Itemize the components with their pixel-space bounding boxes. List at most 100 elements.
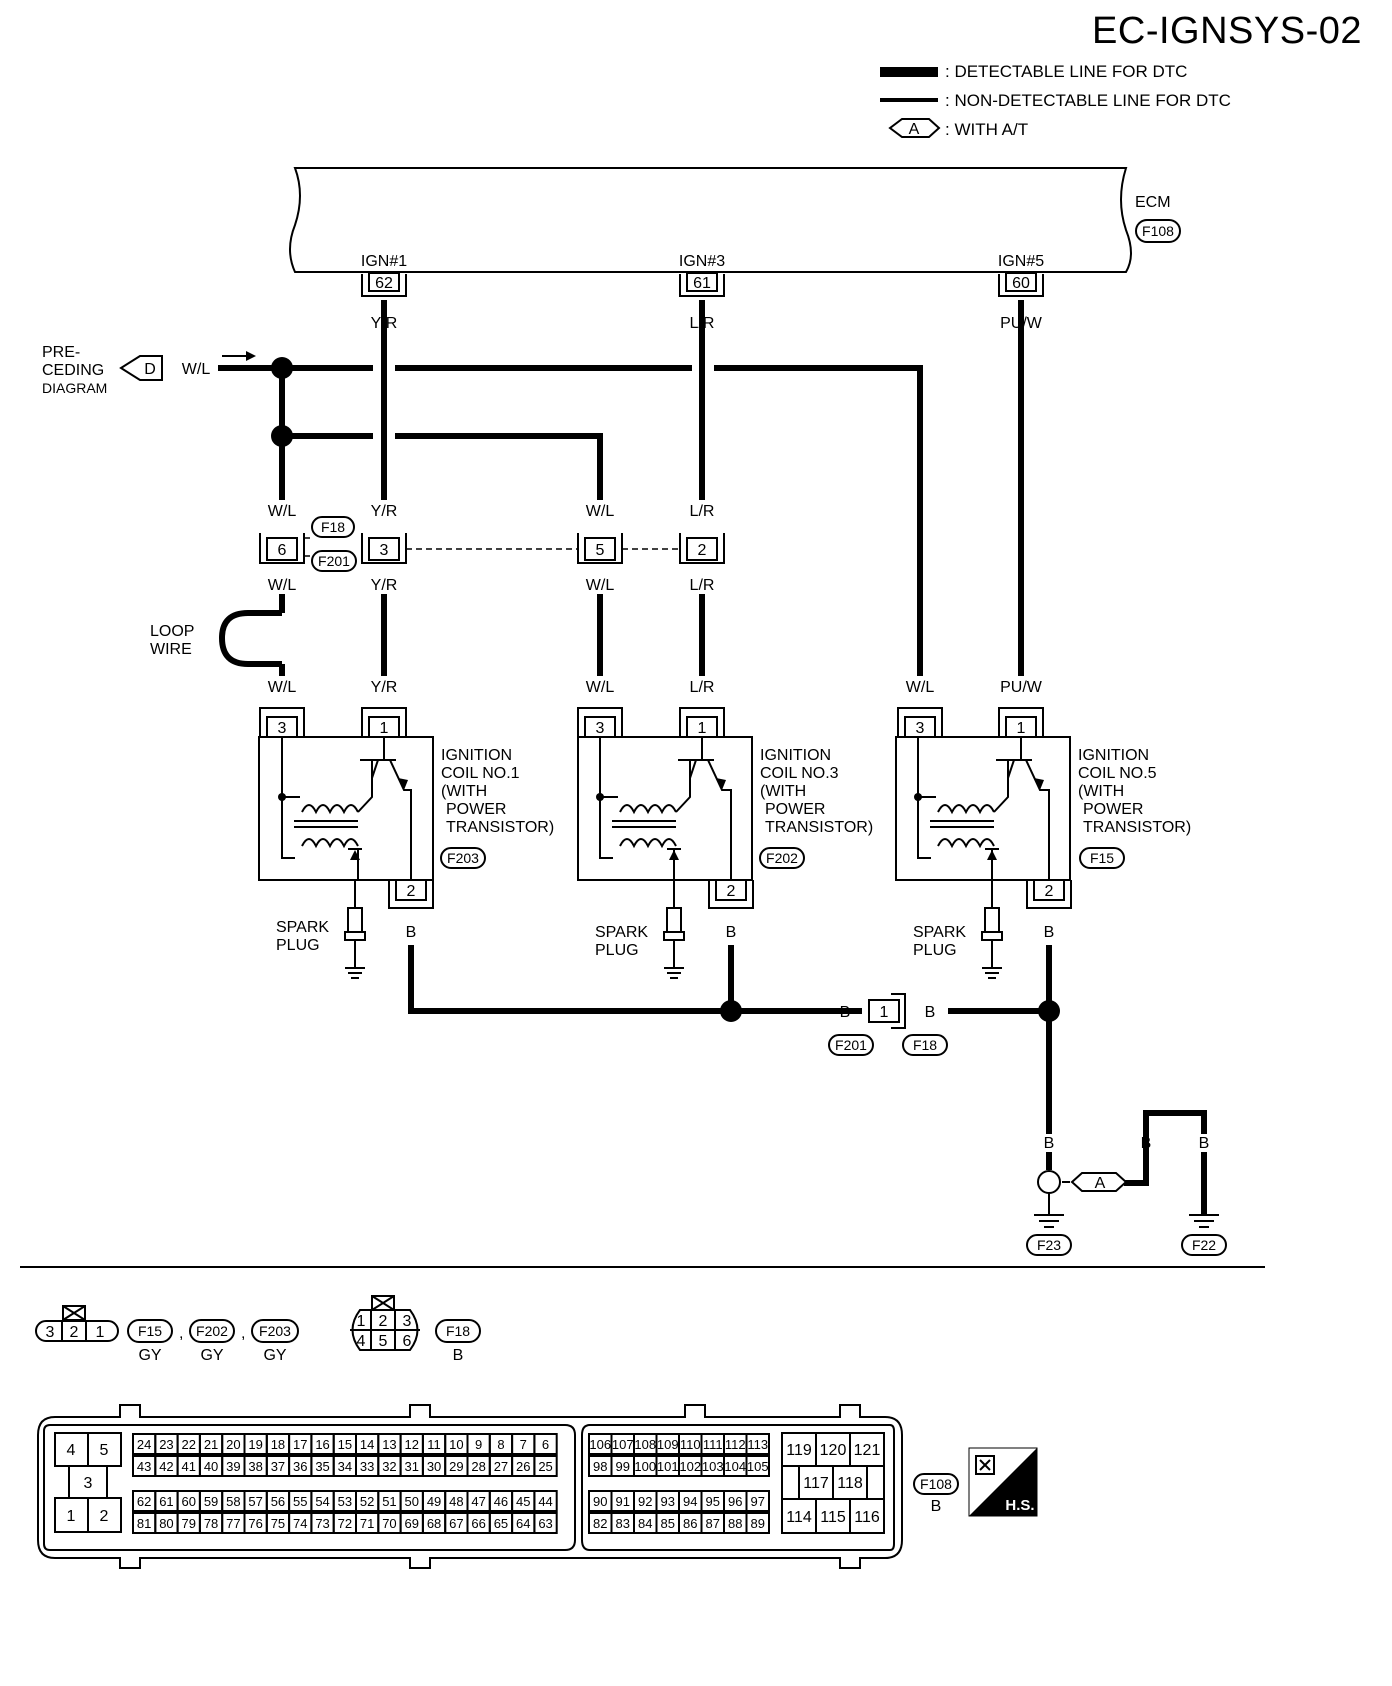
ecm-pin-number: 46 [494,1494,508,1509]
ecm-pin-number: 84 [638,1516,652,1531]
ecm-pin-number: 107 [612,1437,634,1452]
ecm-pin-number: 9 [475,1437,482,1452]
svg-text:B: B [931,1498,942,1515]
ecm-pin-number: 76 [248,1516,262,1531]
ecm-pin-cell [745,1455,770,1477]
svg-text:PLUG: PLUG [276,937,320,954]
svg-text:A: A [1095,1175,1106,1192]
svg-text:115: 115 [820,1509,846,1526]
svg-text:3: 3 [278,720,287,737]
svg-text:W/L: W/L [268,503,297,520]
svg-text:SPARK: SPARK [595,924,648,941]
ecm-pin-number: 56 [271,1494,285,1509]
svg-text:IGNITION: IGNITION [441,747,512,764]
svg-text:121: 121 [854,1442,881,1459]
svg-text:W/L: W/L [586,679,615,696]
ecm-pin-number: 87 [706,1516,720,1531]
svg-text:2: 2 [727,883,736,900]
ecm-pin-number: 80 [159,1516,173,1531]
ecm-pin-number: 92 [638,1494,652,1509]
ecm-pin-number: 18 [271,1437,285,1452]
ecm-pin-number: 103 [702,1459,724,1474]
ecm-pin-number: 99 [616,1459,630,1474]
svg-text:117: 117 [803,1475,829,1492]
harness-side-icon: H.S. [968,1447,1038,1517]
ecm-pin-cell [745,1490,770,1512]
ecm-pin-number: 15 [338,1437,352,1452]
svg-text:B: B [1141,1135,1152,1152]
svg-text:PU/W: PU/W [1000,679,1043,696]
ecm-pin-number: 27 [494,1459,508,1474]
ecm-pin-number: 48 [449,1494,463,1509]
svg-text:GY: GY [200,1347,223,1364]
ign5-pin: 60 [1012,275,1030,292]
svg-text:IGNITION: IGNITION [1078,747,1149,764]
ecm-pin-number: 42 [159,1459,173,1474]
ecm-pin-number: 83 [616,1516,630,1531]
ecm-pin-number: 36 [293,1459,307,1474]
ecm-pin-number: 64 [516,1516,530,1531]
ground-connector: B 1 B F201 F18 [828,993,948,1056]
ecm-pin-number: 58 [226,1494,240,1509]
svg-text:LOOP: LOOP [150,623,194,640]
ecm-pin-number: 57 [248,1494,262,1509]
svg-text:POWER: POWER [446,801,506,818]
ecm-pin-number: 70 [382,1516,396,1531]
ecm-pin-number: 17 [293,1437,307,1452]
ignition-coil-5: W/L PU/W 3 1 2 B IGNITION COIL NO.5 (WIT… [895,679,1191,979]
legend-at-symbol: A [909,121,920,138]
ignition-coil-3: W/L L/R 3 1 2 B IGNITION COIL NO.3 (WITH… [577,679,873,979]
svg-text:2: 2 [70,1324,79,1341]
preceding-wire: W/L [182,361,211,378]
svg-text:B: B [925,1004,936,1021]
svg-text:L/R: L/R [690,577,715,594]
ecm-pin-number: 41 [182,1459,196,1474]
svg-text:Y/R: Y/R [371,679,398,696]
svg-text:1: 1 [380,720,389,737]
ecm-pin-number: 25 [538,1459,552,1474]
svg-text:2: 2 [407,883,416,900]
connector-f18-f201: W/L Y/R W/L L/R 6 3 5 2 F18 F201 W/L Y/R… [259,503,725,594]
svg-text:F203: F203 [447,850,479,866]
ecm-pin-number: 34 [338,1459,352,1474]
svg-text:F18: F18 [446,1323,470,1339]
svg-text:F201: F201 [835,1037,867,1053]
ecm-pin-number: 39 [226,1459,240,1474]
ecm-pin-number: 16 [315,1437,329,1452]
svg-text:W/L: W/L [268,679,297,696]
svg-text:3: 3 [916,720,925,737]
ecm-pin-number: 33 [360,1459,374,1474]
ecm-pin-number: 81 [137,1516,151,1531]
legend-non-detectable: : NON-DETECTABLE LINE FOR DTC [945,91,1231,110]
svg-text:W/L: W/L [268,577,297,594]
f18-label: F18 [321,519,345,535]
svg-text:120: 120 [820,1442,847,1459]
ecm-pin-number: 62 [137,1494,151,1509]
ecm-pin-cell [533,1490,558,1512]
ecm-pin-cell [745,1433,770,1455]
loop-wire-label: LOOP WIRE [150,623,194,658]
svg-text:(WITH: (WITH [760,783,806,800]
svg-text:B: B [840,1004,851,1021]
ecm-pin-number: 35 [315,1459,329,1474]
ecm-pin-number: 67 [449,1516,463,1531]
ecm-pin-number: 109 [657,1437,679,1452]
svg-text:3: 3 [46,1324,55,1341]
svg-text:3: 3 [403,1313,412,1330]
svg-text:SPARK: SPARK [913,924,966,941]
ecm-pin-number: 65 [494,1516,508,1531]
ecm-pin-number: 71 [360,1516,374,1531]
ecm-pin-number: 10 [449,1437,463,1452]
ecm-pin-number: 38 [248,1459,262,1474]
ecm-pin-cell [533,1455,558,1477]
ecm-pin-number: 110 [680,1437,701,1452]
svg-text:PLUG: PLUG [913,942,957,959]
ecm-pin-number: 108 [634,1437,656,1452]
ecm-pin-number: 68 [427,1516,441,1531]
ecm-pin-number: 66 [471,1516,485,1531]
ign1-label: IGN#1 [361,253,407,270]
ecm-pin-number: 31 [405,1459,419,1474]
ground-f22: F22 [1192,1237,1216,1253]
ecm-pin-number: 75 [271,1516,285,1531]
ecm-pin-number: 104 [724,1459,746,1474]
